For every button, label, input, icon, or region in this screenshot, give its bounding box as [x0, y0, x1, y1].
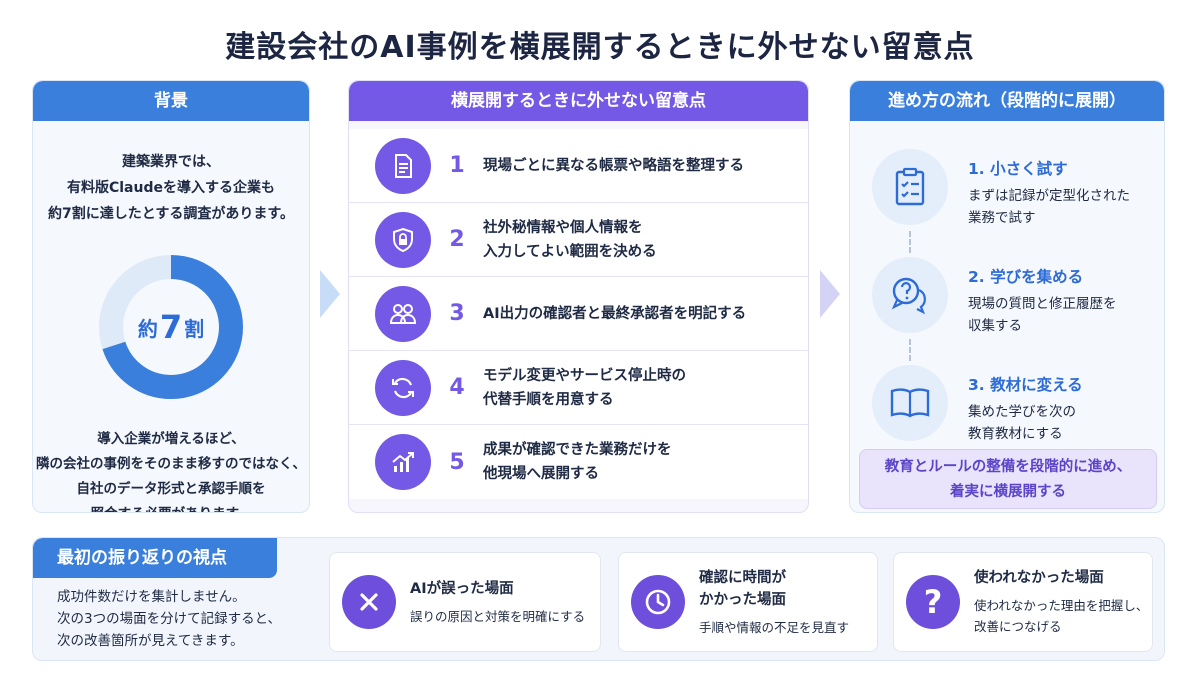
case-title-line: かかった場面: [699, 591, 786, 608]
shield-lock-icon: [375, 211, 431, 268]
page-title: 建設会社のAI事例を横展開するときに外せない留意点: [225, 30, 975, 65]
case-title-line: AIが誤った場面: [410, 580, 514, 597]
flow-step: 2. 学びを集める 現場の質問と修正履歴を 収集する: [872, 257, 1152, 337]
step-title: 1. 小さく試す: [968, 160, 1068, 178]
review-case-card: 確認に時間が かかった場面 手順や情報の不足を見直す: [618, 552, 878, 652]
point-number: 2: [449, 227, 465, 252]
review-desc-line: 次の3つの場面を分けて記録すると、: [57, 611, 282, 627]
arrow-right-icon: [320, 270, 340, 318]
adoption-donut: 約 7 割: [97, 253, 245, 401]
clock-icon: [631, 575, 685, 629]
background-outro-line: 自社のデータ形式と承認手順を: [76, 481, 266, 497]
background-outro-line: 導入企業が増えるほど、: [97, 431, 245, 447]
step-desc-line: 現場の質問と修正履歴を: [968, 296, 1117, 312]
step-desc-line: 教育教材にする: [968, 426, 1063, 442]
flow-note-line: 着実に横展開する: [950, 484, 1066, 500]
case-title: 確認に時間が かかった場面: [699, 567, 849, 611]
point-text-line: モデル変更やサービス停止時の: [483, 367, 686, 384]
case-desc: 手順や情報の不足を見直す: [699, 619, 850, 635]
review-case-card: ? 使われなかった場面 使われなかった理由を把握し、改善につなげる: [893, 552, 1153, 652]
review-desc-line: 成功件数だけを集計しません。: [57, 589, 246, 605]
flow-step: 3. 教材に変える 集めた学びを次の 教育教材にする: [872, 365, 1152, 445]
donut-value-arc: [99, 255, 243, 399]
point-number: 3: [449, 301, 465, 326]
step-desc: まずは記録が定型化された 業務で試す: [968, 185, 1130, 229]
donut-prefix: 約: [137, 316, 158, 341]
people-icon: [375, 285, 431, 342]
background-outro-line: 隣の会社の事例をそのまま移すのではなく、: [36, 456, 306, 472]
background-outro: 導入企業が増えるほど、 隣の会社の事例をそのまま移すのではなく、 自社のデータ形…: [33, 427, 309, 512]
refresh-icon: [375, 359, 431, 416]
points-header: 横展開するときに外せない留意点: [349, 81, 808, 121]
question-icon: ?: [906, 575, 960, 629]
review-panel: 最初の振り返りの視点 成功件数だけを集計しません。 次の3つの場面を分けて記録す…: [32, 537, 1165, 661]
point-text-line: 成果が確認できた業務だけを: [483, 442, 672, 458]
book-icon: [872, 365, 948, 441]
case-desc: 使われなかった理由を把握し、改善につなげる: [974, 598, 1149, 634]
step-title: 3. 教材に変える: [968, 376, 1083, 394]
flow-header: 進め方の流れ（段階的に展開）: [850, 81, 1164, 121]
background-intro: 建築業界では、 有料版Claudeを導入する企業も 約7割に達したとする調査があ…: [33, 149, 309, 227]
step-desc: 現場の質問と修正履歴を 収集する: [968, 293, 1117, 337]
step-connector: [909, 231, 911, 253]
point-text-line: 現場ごとに異なる帳票や略語を整理する: [483, 157, 744, 174]
step-desc-line: 集めた学びを次の: [968, 404, 1076, 420]
point-item: 4 モデル変更やサービス停止時の 代替手順を用意する: [349, 351, 808, 425]
case-title-line: 確認に時間が: [699, 569, 786, 586]
point-text-line: 他現場へ展開する: [483, 466, 599, 482]
checklist-icon: [872, 149, 948, 225]
review-case-card: AIが誤った場面 誤りの原因と対策を明確にする: [329, 552, 601, 652]
point-text: モデル変更やサービス停止時の 代替手順を用意する: [483, 364, 686, 412]
point-item: 2 社外秘情報や個人情報を 入力してよい範囲を決める: [349, 203, 808, 277]
point-text-line: 入力してよい範囲を決める: [483, 243, 657, 260]
background-outro-line: 照合する必要があります。: [33, 502, 309, 512]
x-icon: [342, 575, 396, 629]
point-item: 3 AI出力の確認者と最終承認者を明記する: [349, 277, 808, 351]
donut-value: 7: [159, 308, 183, 346]
donut-suffix: 割: [184, 316, 205, 341]
background-intro-line: 約7割に達したとする調査があります。: [48, 206, 294, 222]
arrow-right-icon: [820, 270, 840, 318]
point-text-line: AI出力の確認者と最終承認者を明記する: [483, 305, 747, 322]
point-number: 4: [449, 375, 465, 400]
case-title-line: 使われなかった場面: [974, 570, 1104, 586]
point-item: 1 現場ごとに異なる帳票や略語を整理する: [349, 129, 808, 203]
flow-note-line: 教育とルールの整備を段階的に進め、: [884, 459, 1132, 475]
point-text-line: 社外秘情報や個人情報を: [483, 219, 643, 236]
point-item: 5 成果が確認できた業務だけを 他現場へ展開する: [349, 425, 808, 499]
background-intro-line: 建築業界では、: [122, 154, 220, 170]
growth-chart-icon: [375, 434, 431, 490]
donut-chart: [99, 255, 243, 399]
review-desc: 成功件数だけを集計しません。 次の3つの場面を分けて記録すると、 次の改善箇所が…: [57, 586, 281, 652]
flow-note: 教育とルールの整備を段階的に進め、 着実に横展開する: [859, 449, 1157, 509]
flow-step: 1. 小さく試す まずは記録が定型化された 業務で試す: [872, 149, 1152, 229]
point-text: 社外秘情報や個人情報を 入力してよい範囲を決める: [483, 216, 657, 264]
step-title: 2. 学びを集める: [968, 268, 1084, 286]
point-text-line: 代替手順を用意する: [483, 391, 614, 408]
step-desc: 集めた学びを次の 教育教材にする: [968, 401, 1083, 445]
step-desc-line: まずは記録が定型化された: [968, 188, 1130, 204]
case-title: 使われなかった場面: [974, 567, 1150, 589]
step-desc-line: 収集する: [968, 318, 1022, 334]
background-header: 背景: [33, 81, 309, 121]
point-text: 成果が確認できた業務だけを 他現場へ展開する: [483, 438, 672, 486]
point-number: 1: [449, 153, 465, 178]
review-title: 最初の振り返りの視点: [33, 538, 277, 578]
document-icon: [375, 137, 431, 194]
chat-question-icon: [872, 257, 948, 333]
review-desc-line: 次の改善箇所が見えてきます。: [57, 633, 244, 649]
background-intro-line: 有料版Claudeを導入する企業も: [66, 180, 275, 196]
background-panel: 背景 建築業界では、 有料版Claudeを導入する企業も 約7割に達したとする調…: [32, 80, 310, 513]
points-panel: 横展開するときに外せない留意点 1 現場ごとに異なる帳票や略語を整理する 2 社…: [348, 80, 809, 513]
point-text: 現場ごとに異なる帳票や略語を整理する: [483, 154, 744, 178]
point-text: AI出力の確認者と最終承認者を明記する: [483, 302, 746, 326]
donut-label: 約 7 割: [97, 253, 245, 401]
step-connector: [909, 339, 911, 361]
step-desc-line: 業務で試す: [968, 210, 1036, 226]
points-list: 1 現場ごとに異なる帳票や略語を整理する 2 社外秘情報や個人情報を 入力してよ…: [349, 121, 808, 499]
flow-panel: 進め方の流れ（段階的に展開） 1. 小さく試す まずは記録が定型化された 業務で…: [849, 80, 1165, 513]
case-desc: 誤りの原因と対策を明確にする: [410, 608, 586, 624]
case-title: AIが誤った場面: [410, 578, 585, 600]
point-number: 5: [449, 449, 465, 475]
